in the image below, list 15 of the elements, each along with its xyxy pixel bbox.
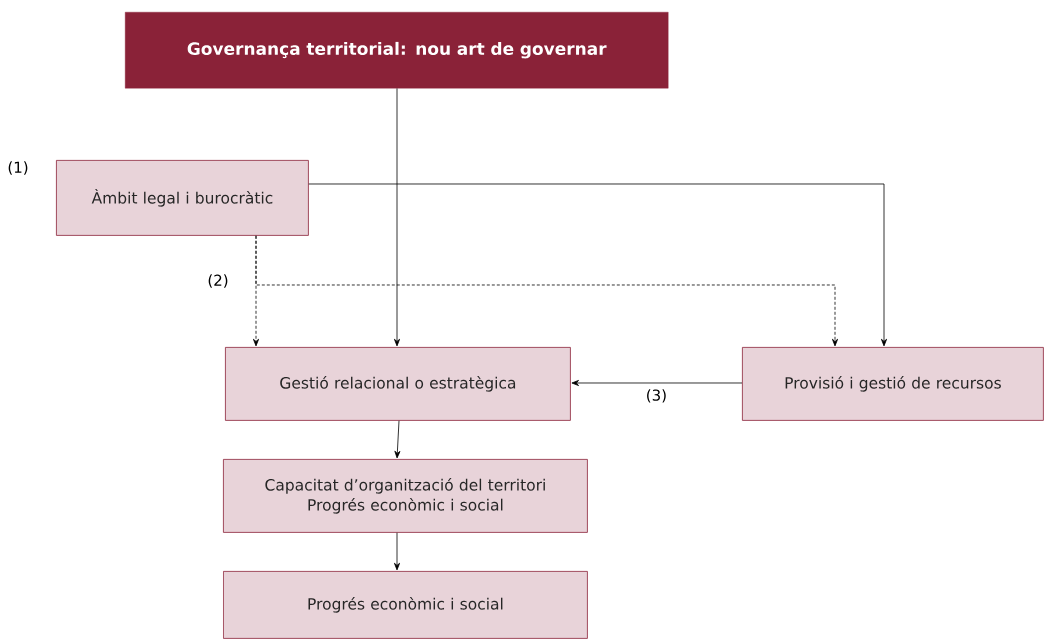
process-box: Provisió i gestió de recursos [742, 347, 1044, 421]
edge-label: (3) [644, 388, 669, 404]
arrow [394, 420, 401, 459]
arrow [394, 88, 400, 347]
arrow [394, 532, 400, 571]
callout-number: (1) [8, 161, 28, 175]
process-box: Progrés econòmic i social [223, 571, 588, 639]
process-box: Gestió relacional o estratègica [225, 347, 571, 421]
title-box: Governança territorial: nou art de governar [125, 12, 669, 89]
arrow [571, 380, 743, 386]
process-box: Capacitat d’organització del territori Progrés econòmic i social [223, 459, 588, 533]
callout-number: (2) [208, 274, 228, 288]
arrow [255, 235, 838, 347]
arrow [308, 183, 887, 347]
process-box: Àmbit legal i burocràtic [56, 160, 309, 236]
